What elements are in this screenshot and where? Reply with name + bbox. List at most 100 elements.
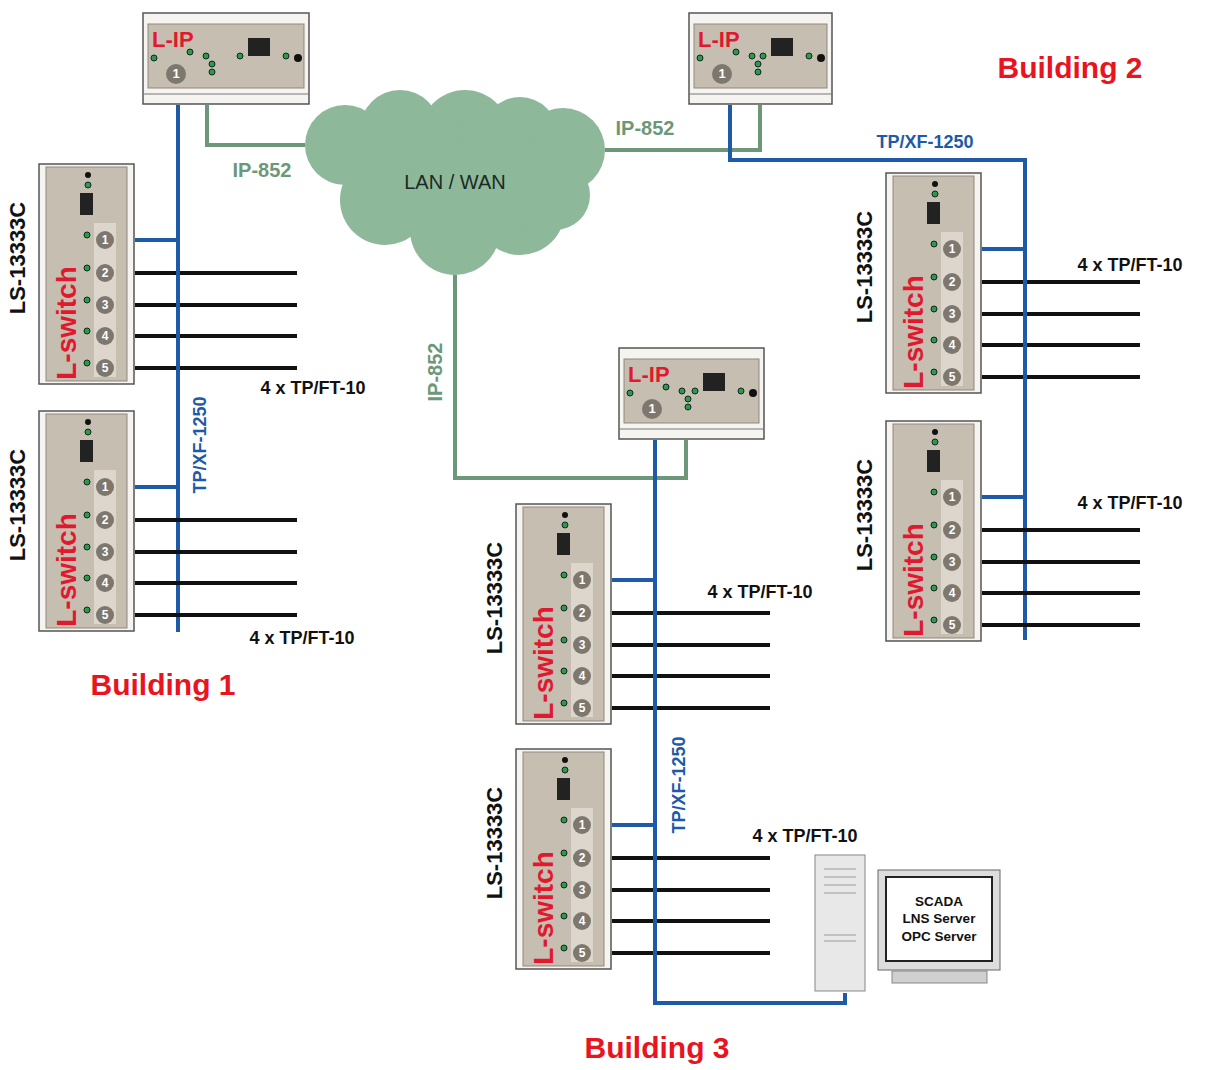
port-strip (94, 470, 116, 624)
port-number: 2 (96, 264, 114, 282)
port-number: 1 (573, 571, 591, 589)
device-panel (694, 24, 827, 88)
port-number: 1 (166, 64, 186, 84)
port-number: 3 (943, 553, 961, 571)
lon-switch: LS-13333CL-switch12345 (885, 172, 982, 394)
status-led (561, 913, 567, 919)
device-housing (689, 13, 832, 104)
ip-link (207, 105, 305, 145)
device-drawing (142, 12, 310, 105)
status-led (84, 328, 90, 334)
network-jack (80, 193, 93, 215)
status-led (806, 53, 812, 59)
fieldbus-cable (612, 888, 770, 892)
network-jack (557, 778, 570, 800)
device-panel (893, 424, 974, 638)
reset-button (294, 54, 302, 62)
device-panel (523, 752, 604, 966)
port-strip (941, 232, 963, 386)
model-number: LS-13333C (7, 449, 29, 562)
screen-text: SCADALNS ServerOPC Server (886, 877, 992, 961)
port-number: 3 (96, 296, 114, 314)
status-led (84, 232, 90, 238)
status-led (237, 53, 243, 59)
cable-label: 4 x TP/FT-10 (247, 629, 356, 647)
port-number: 5 (96, 606, 114, 624)
fieldbus-cable (135, 581, 297, 585)
status-led (561, 817, 567, 823)
fieldbus-cable (612, 611, 770, 615)
bus-link (612, 440, 655, 580)
device-name: L-switch (530, 606, 558, 720)
port-number: 1 (573, 816, 591, 834)
status-led (203, 53, 209, 59)
status-led (85, 429, 91, 435)
fieldbus-cable (612, 706, 770, 710)
port-number: 2 (573, 604, 591, 622)
status-led (561, 668, 567, 674)
device-housing (516, 504, 611, 724)
fieldbus-cables (135, 273, 1140, 953)
building-label: Building 1 (89, 670, 238, 700)
model-number: LS-13333C (7, 202, 29, 315)
status-led (692, 388, 698, 394)
reset-button (817, 54, 825, 62)
port-number: 1 (642, 399, 662, 419)
status-led (755, 61, 761, 67)
cable-label: 4 x TP/FT-10 (705, 583, 814, 601)
status-led (84, 607, 90, 613)
device-housing (886, 173, 981, 393)
lon-switch: LS-13333CL-switch12345 (38, 410, 135, 632)
scada-workstation: SCADALNS ServerOPC Server (812, 855, 1002, 993)
computer-tower (815, 855, 865, 991)
link-label: TP/XF-1250 (191, 394, 209, 495)
port-number: 4 (943, 336, 961, 354)
device-panel (523, 507, 604, 721)
device-name: L-switch (53, 266, 81, 380)
software-name: OPC Server (901, 930, 976, 944)
port-strip (941, 480, 963, 634)
network-cloud: LAN / WAN (305, 90, 605, 275)
port-number: 5 (573, 944, 591, 962)
bus-link (135, 105, 178, 487)
cable-label: 4 x TP/FT-10 (750, 827, 859, 845)
status-led (749, 53, 755, 59)
status-led (931, 306, 937, 312)
network-name: LAN / WAN (404, 172, 506, 192)
cable-label: 4 x TP/FT-10 (1075, 494, 1184, 512)
port-number: 5 (943, 616, 961, 634)
software-name: LNS Server (903, 912, 976, 926)
device-housing (886, 421, 981, 641)
service-button (932, 181, 938, 187)
port-number: 3 (96, 543, 114, 561)
housing-edge (619, 429, 764, 430)
network-cloud (305, 90, 605, 275)
fieldbus-cable (135, 613, 297, 617)
lon-switch: LS-13333CL-switch12345 (515, 748, 612, 970)
status-led (931, 617, 937, 623)
status-led (760, 53, 766, 59)
device-panel (46, 414, 127, 628)
cloud-lobe (520, 160, 590, 230)
ip-link (605, 105, 760, 150)
lon-switch: LS-13333CL-switch12345 (885, 420, 982, 642)
link-label: TP/XF-1250 (874, 133, 975, 151)
network-jack (80, 440, 93, 462)
fieldbus-cable (135, 271, 297, 275)
drive-slot (824, 869, 856, 870)
status-led (561, 700, 567, 706)
connectors (135, 105, 1025, 1003)
fieldbus-cable (612, 919, 770, 923)
model-number: LS-13333C (854, 211, 876, 324)
ip-router: L-IP1 (618, 347, 765, 440)
building-label: Building 3 (583, 1033, 732, 1063)
port-number: 3 (573, 636, 591, 654)
fieldbus-cable (135, 518, 297, 522)
drive-slot (824, 935, 856, 936)
status-led (84, 479, 90, 485)
monitor-screen (886, 877, 992, 961)
port-number: 3 (943, 305, 961, 323)
service-button (932, 429, 938, 435)
fieldbus-cable (982, 560, 1140, 564)
status-led (932, 191, 938, 197)
